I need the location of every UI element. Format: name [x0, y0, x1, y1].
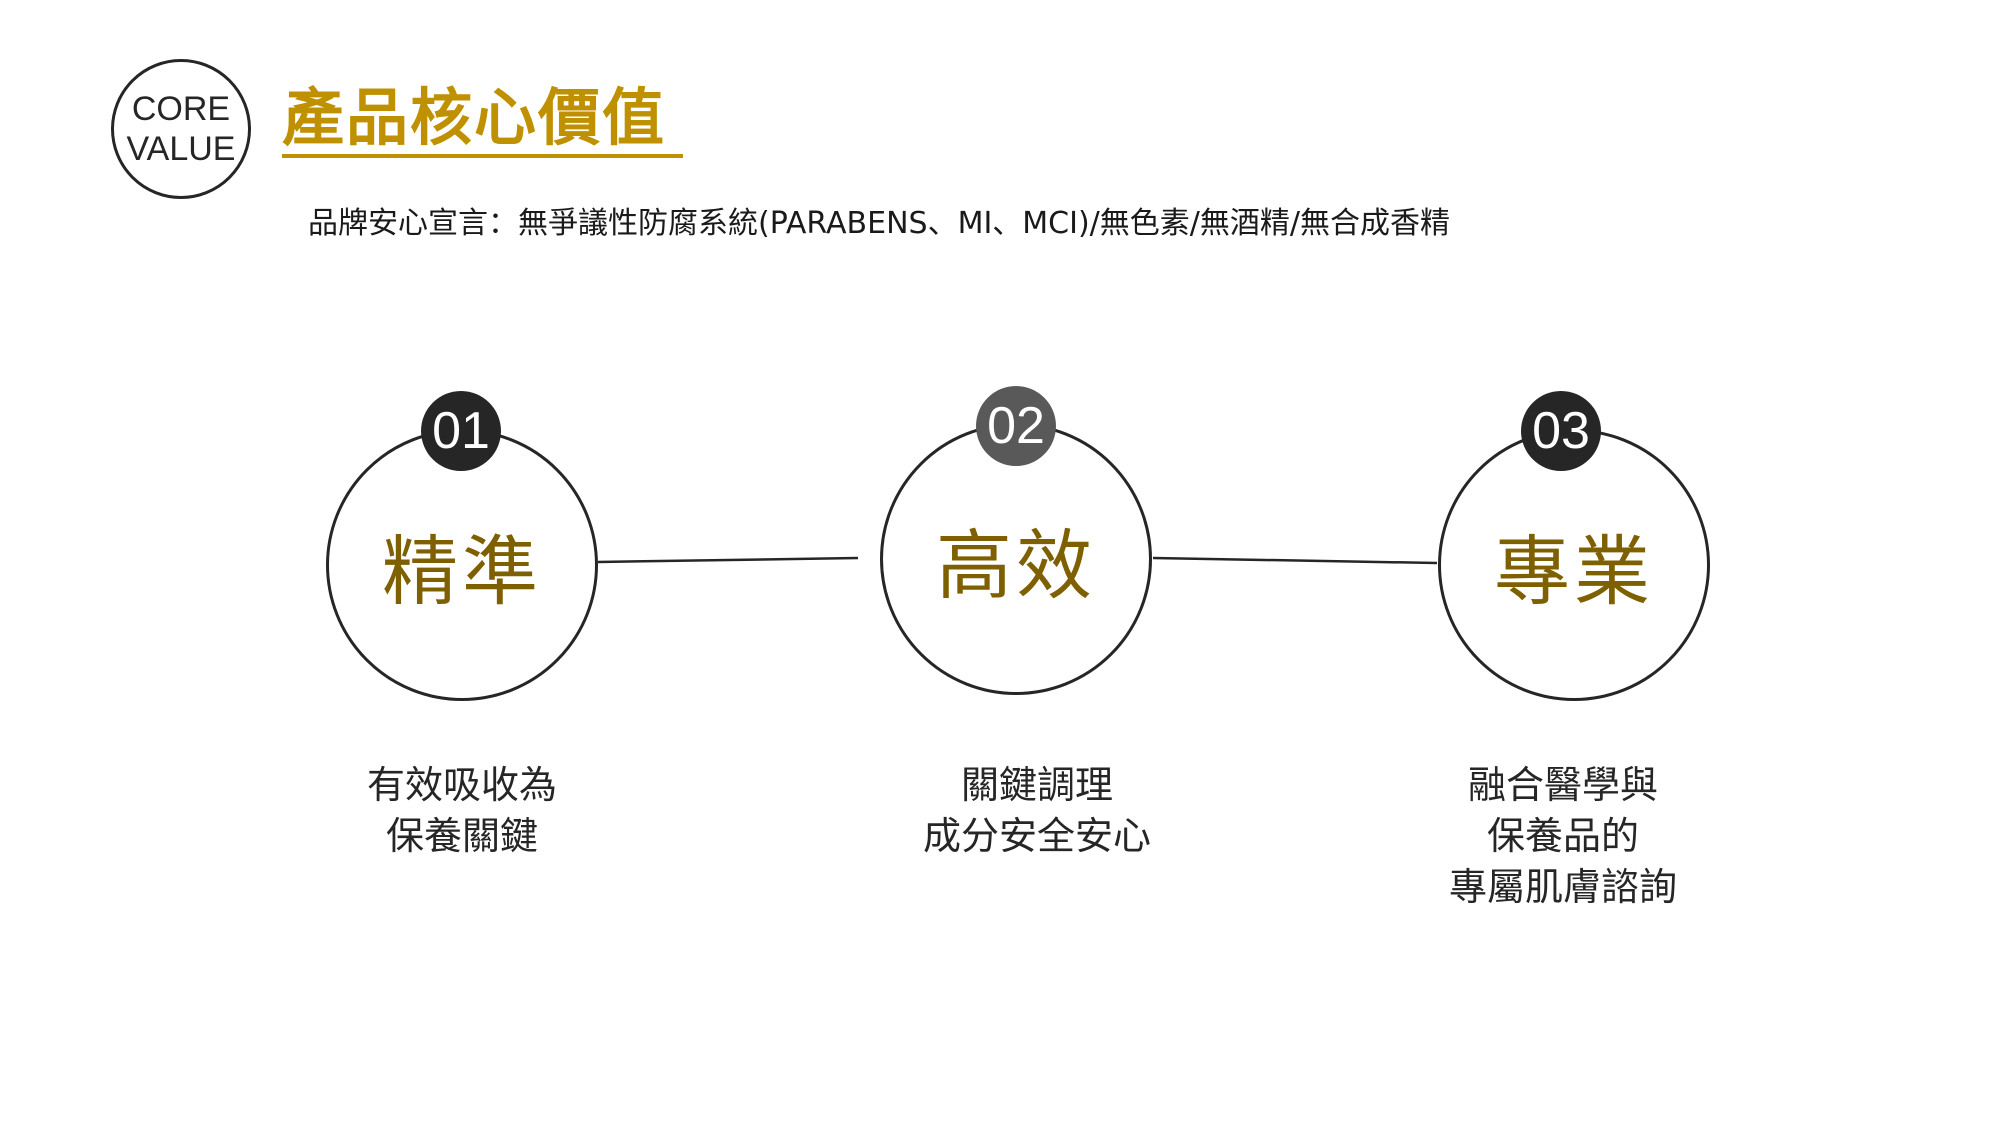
- core-value-badge: CORE VALUE: [111, 59, 251, 199]
- step-number-badge-1: 01: [421, 391, 501, 471]
- step-description-2: 關鍵調理 成分安全安心: [857, 760, 1217, 862]
- connector-line-1-2: [597, 556, 859, 564]
- step-label: 精準: [382, 527, 542, 616]
- step-label: 專業: [1494, 527, 1654, 616]
- page-title: 產品核心價值: [282, 81, 667, 154]
- desc-line: 成分安全安心: [922, 814, 1151, 858]
- desc-line: 融合醫學與: [1467, 763, 1658, 807]
- step-description-3: 融合醫學與 保養品的 專屬肌膚諮詢: [1383, 760, 1743, 913]
- connector-line-2-3: [1152, 556, 1438, 565]
- step-number-badge-3: 03: [1521, 391, 1601, 471]
- desc-line: 關鍵調理: [960, 763, 1113, 807]
- desc-line: 保養關鍵: [385, 814, 538, 858]
- step-number-badge-2: 02: [976, 386, 1056, 466]
- desc-line: 專屬肌膚諮詢: [1448, 865, 1677, 909]
- title-underline: [282, 154, 683, 158]
- desc-line: 保養品的: [1486, 814, 1639, 858]
- step-label: 高效: [936, 521, 1096, 610]
- value-label: VALUE: [126, 130, 236, 168]
- step-circle-3: 專業: [1438, 429, 1710, 701]
- step-circle-1: 精準: [326, 429, 598, 701]
- desc-line: 有效吸收為: [366, 763, 557, 807]
- core-label: CORE: [131, 90, 231, 128]
- step-description-1: 有效吸收為 保養關鍵: [282, 760, 642, 862]
- brand-declaration: 品牌安心宣言：無爭議性防腐系統(PARABENS、MI、MCI)/無色素/無酒精…: [308, 206, 1451, 241]
